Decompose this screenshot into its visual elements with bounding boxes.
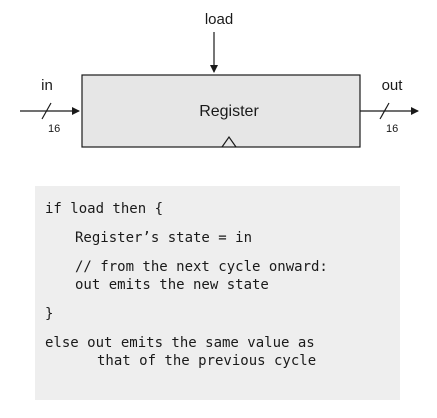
code-line-previous-cycle: that of the previous cycle [97,353,317,369]
code-line-else: else out emits the same value as [45,335,315,351]
code-line-close-brace: } [45,306,54,322]
register-box [81,74,361,148]
out-width-label: 16 [386,123,398,135]
register-diagram: Register load in 16 out 16 [20,11,419,148]
in-width-label: 16 [48,123,60,135]
code-line-state-assign: Register’s state = in [75,230,253,246]
code-line-comment: // from the next cycle onward: [75,259,328,275]
in-label: in [41,77,53,94]
out-bus-slash [379,102,390,120]
register-label: Register [199,103,259,120]
code-line-out-new-state: out emits the new state [75,277,269,293]
in-bus-slash [41,102,52,120]
clock-triangle-icon [221,135,237,148]
code-line-if: if load then { [45,201,164,217]
out-label: out [382,77,404,94]
load-label: load [205,11,233,28]
pseudocode-box: if load then { Register’s state = in // … [35,186,400,400]
